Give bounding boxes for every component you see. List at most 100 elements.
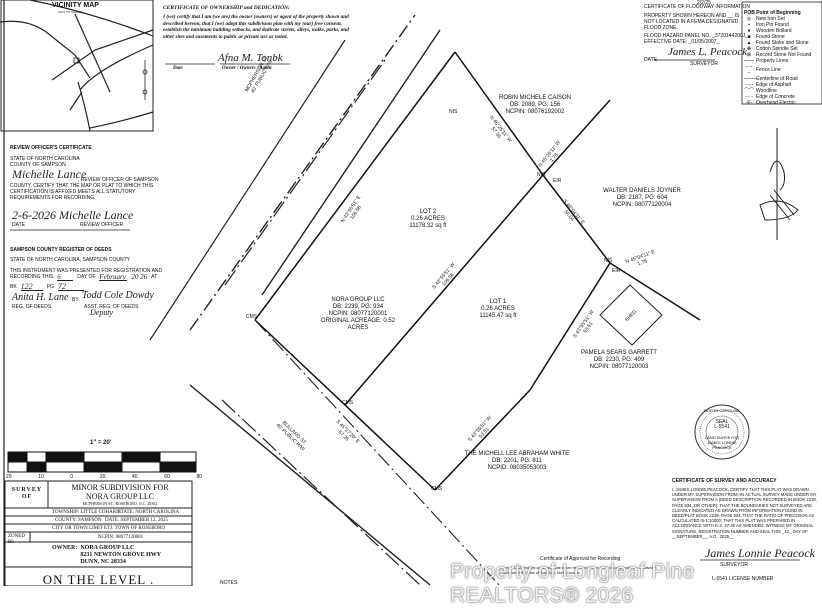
legend-item: ———Centerline of Road (744, 76, 798, 82)
review-certificate-title: REVIEW OFFICER'S CERTIFICATE (10, 145, 92, 151)
woodline-icon: ⌒⌒ (744, 88, 755, 94)
notes-label: NOTES: (220, 580, 239, 586)
realtor-watermark: Property of Longleaf Pine REALTORS® 2026 (450, 560, 695, 607)
register-year: 20 26 (131, 273, 148, 281)
floodway-certificate-title: CERTIFICATE OF FLOODWAY INFORMATION (644, 4, 751, 10)
register-day: 6 (57, 274, 74, 281)
accuracy-surveyor-signature: James Lonnie Peacock (705, 546, 815, 560)
owner-signature: Afna M. Tonbk (218, 52, 283, 64)
accuracy-license-label: L-5541 LICENSE NUMBER (712, 576, 774, 582)
asst-register-signature: Todd Cole Dowdy (82, 290, 154, 301)
review-state: STATE OF NORTH CAROLINA (10, 156, 80, 162)
review-date-label: DATE (12, 222, 25, 228)
asst-register-label: ASST. REG. OF DEEDS (84, 304, 139, 310)
legend-item: -·-·-Edge of Asphalt (744, 82, 792, 88)
adjoiner-garrett: PAMELA SEARS GARRETT DB: 2230, PG: 409 N… (581, 350, 657, 370)
floodway-surveyor-signature: James L. Peacock (668, 46, 748, 58)
monument-label: NIS (449, 109, 458, 115)
legend: POB Point of Beginning ◎New Iron Set ▪Ir… (744, 10, 822, 106)
register-line2: RECORDING THIS 6 DAY OF February 20 26 A… (10, 273, 158, 281)
legend-item: ■Found Stone (744, 34, 822, 40)
state: STATE: NORTH CAROLINA (118, 510, 180, 515)
legend-title: POB Point of Beginning (744, 10, 801, 16)
scale-ratio: 1" = 20' (90, 440, 112, 446)
register-line1: THIS INSTRUMENT WAS PRESENTED FOR REGIST… (10, 268, 163, 274)
edge-asphalt-icon: -·-·- (744, 82, 754, 88)
parent-parcel-label: NORA GROUP LLC DB: 2239, PG: 934 NCPIN: … (320, 297, 396, 331)
zoning: ZONED R6 (8, 534, 25, 545)
adjoiner-joyner: WALTER DANIELS JOYNER DB: 2187, PG: 604 … (603, 188, 681, 208)
review-date-signature: 2-6-2026 Michelle Lance (12, 208, 134, 222)
wooden-bollard-icon: ● (747, 28, 751, 34)
monument-label: CMS (246, 314, 258, 320)
register-by: BY (72, 297, 79, 303)
legend-item: - - -Edge of Concrete (745, 94, 795, 100)
register-label: REG. OF DEEDS (12, 304, 52, 310)
floodway-certificate-body: PROPERTY SHOWN HEREON AND __ IS NOT LOCA… (644, 13, 740, 31)
adjoiner-white: THE MICHELL LEE ABRAHAM WHITE DB: 2201, … (464, 451, 570, 471)
title-ncpin: NCPIN: 08077120001 (98, 535, 144, 540)
lot-1-label: LOT 1 0.26 ACRES 11145.47 sq ft (479, 299, 517, 319)
deputy-signature: Deputy (90, 308, 114, 317)
accuracy-surveyor-label: SURVEYOR (720, 562, 748, 568)
review-officer-label: REVIEW OFFICER (80, 222, 124, 228)
legend-item: -E-Overhead Electric (745, 100, 796, 106)
floodway-top-date: 2/2/25 (697, 0, 711, 6)
monument-label: NIS (537, 172, 546, 178)
plat-linework (0, 0, 822, 586)
approval-title: Certificate of Approval for Recording (540, 556, 621, 562)
edge-concrete-icon: - - - (745, 94, 753, 100)
record-stone-icon: ⊠ (746, 52, 752, 58)
review-certificate-body: , REVIEW OFFICER OF SAMPSON COUNTY, CERT… (10, 177, 159, 201)
found-stone-icon: ■ (747, 34, 751, 40)
register-book-page: BK 122 PG 72 (10, 283, 84, 291)
legend-item: ——Property Lines (744, 58, 789, 64)
legend-item: – – –Fence Line (745, 64, 781, 76)
ownership-owner-label: Owner / Owners / Agent (222, 66, 272, 71)
monument-label: CMS (342, 400, 354, 406)
property-line-icon: —— (744, 58, 754, 64)
legend-item: ⌒⌒Woodline (744, 88, 777, 94)
new-iron-set-icon: ◎ (746, 16, 752, 22)
survey-title: MINOR SUBDIVISION FOR NORA GROUP LLC MCP… (71, 483, 169, 506)
accuracy-certificate-body: I, JAMES LONNIE PEACOCK, CERTIFY THAT TH… (672, 487, 817, 539)
register-signature: Anita H. Lane (12, 292, 69, 303)
review-officer-signature: Michelle Lance (12, 167, 87, 181)
township: TOWNSHIP: LITTLE COHARIE (52, 510, 121, 515)
legend-item: ✤Cotton Spindle Set (744, 46, 822, 52)
cotton-spindle-icon: ✤ (746, 46, 752, 52)
ownership-date-label: Date (173, 66, 183, 71)
county: COUNTY: SAMPSON (55, 518, 102, 523)
register-title: SAMPSON COUNTY REGISTER OF DEEDS (10, 247, 112, 253)
fence-line-icon: – – – (745, 64, 753, 76)
floodway-date-label: DATE (644, 57, 657, 63)
survey-of-label: SURVEY OF (11, 487, 43, 500)
flood-panel-number: FLOOD HAZARD PANEL NO. _3720144200J_ (644, 33, 748, 39)
lot-2-label: LOT 2 0.26 ACRES 11178.32 sq ft (409, 209, 447, 229)
monument-label: EIR (612, 268, 621, 274)
register-state: STATE OF NORTH CAROLINA, SAMPSON COUNTY (10, 257, 131, 263)
ownership-certificate-body: I (we) certify that I am (we are) the ow… (163, 14, 349, 41)
monument-label: CMS (431, 486, 443, 492)
legend-item: ▪Iron Pin Found (744, 22, 822, 28)
floodway-surveyor-label: SURVEYOR (690, 61, 718, 67)
register-page: 72 (57, 283, 84, 291)
overhead-electric-icon: -E- (745, 100, 753, 106)
vicinity-map-subtitle: (NOT TO SCALE) (58, 10, 82, 14)
register-month: February (99, 273, 128, 281)
legend-item: ●Wooden Bollard (744, 28, 822, 34)
review-county: COUNTY OF SAMPSON (10, 162, 66, 168)
surveyor-seal: NORTH CAROLINA SEAL L-5541 LAND SURVEYOR… (704, 408, 740, 450)
stake-and-stone-icon: ▲ (746, 40, 752, 46)
firm-name: ON THE LEVEL . (42, 572, 155, 587)
legend-item: ▲Found Stake and Stone (744, 40, 822, 46)
survey-date: DATE: SEPTEMBER 12, 2025 (105, 518, 169, 523)
legend-item: ⊠Record Stone Not Found (744, 52, 822, 58)
accuracy-certificate-title: CERTIFICATE OF SURVEY AND ACCURACY (672, 478, 777, 484)
flood-effective-date: EFFECTIVE DATE: _01/05/2007_ (644, 39, 720, 45)
ownership-certificate-title: CERTIFICATE OF OWNERSHIP and DEDICATION: (163, 5, 290, 11)
legend-item: ◎New Iron Set (744, 16, 822, 22)
approval-body: I hereby certify that the subdivision pl… (500, 566, 657, 575)
